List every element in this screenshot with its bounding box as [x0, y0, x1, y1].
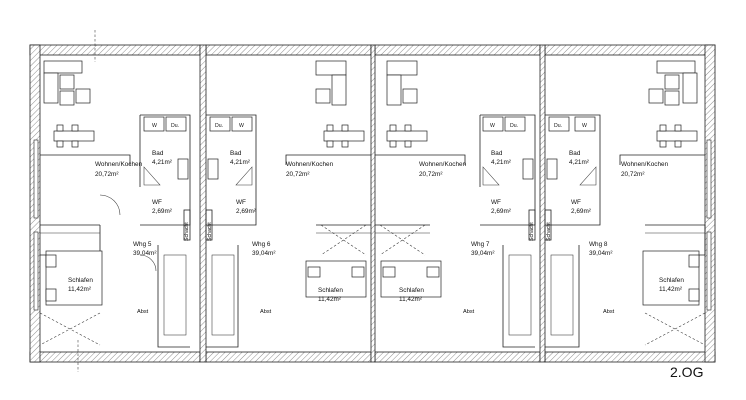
dining-table-icon	[386, 124, 428, 148]
hall-area: 2,69m²	[571, 208, 591, 215]
hall-area: 2,69m²	[491, 208, 511, 215]
living-room-label: Wohnen/Kochen	[621, 161, 669, 168]
apartment-area: 39,04m²	[252, 250, 275, 257]
apartment-unit-5: W Du. Schacht Wohnen/Kochen 20,72m² Bad …	[39, 60, 191, 348]
bath-area: 4,21m²	[491, 159, 511, 166]
sofa-icon	[43, 60, 91, 106]
dining-table-icon	[656, 124, 698, 148]
shower-label: Du.	[171, 123, 179, 129]
storage-label: Abst	[603, 309, 615, 315]
bath-label: Bad	[152, 150, 164, 157]
living-room-area: 20,72m²	[286, 171, 309, 178]
hall-label: WF	[236, 199, 246, 206]
shower-label: Du.	[554, 123, 562, 129]
shaft-label: Schacht	[207, 222, 213, 241]
bath-area: 4,21m²	[152, 159, 172, 166]
hall-label: WF	[152, 199, 162, 206]
apartment-label: Whg 8	[589, 241, 608, 248]
living-room-label: Wohnen/Kochen	[95, 161, 143, 168]
windows	[33, 139, 712, 311]
shower-label: Du.	[510, 123, 518, 129]
living-room-label: Wohnen/Kochen	[419, 161, 467, 168]
bedroom-area: 11,42m²	[68, 286, 91, 293]
bath-label: Bad	[491, 150, 503, 157]
hall-label: WF	[571, 199, 581, 206]
outer-walls	[29, 44, 716, 363]
shaft-label: Schacht	[546, 222, 552, 241]
dining-table-icon	[53, 124, 95, 148]
apartment-unit-6: Du. W Schacht Bad 4,21	[205, 60, 371, 348]
bath-label: Bad	[569, 150, 581, 157]
bed-icon	[380, 260, 442, 298]
svg-text:W: W	[152, 123, 157, 129]
apartment-area: 39,04m²	[133, 250, 156, 257]
apartment-unit-8: Du. W Schacht Bad	[544, 60, 706, 348]
washer-label: W	[152, 123, 157, 129]
bedroom-label: Schlafen	[68, 277, 93, 284]
apartment-area: 39,04m²	[589, 250, 612, 257]
storage-label: Abst	[137, 309, 149, 315]
washer-label: W	[239, 123, 244, 129]
hall-label: WF	[491, 199, 501, 206]
living-room-area: 20,72m²	[95, 171, 118, 178]
living-room-area: 20,72m²	[621, 171, 644, 178]
apartment-area: 39,04m²	[471, 250, 494, 257]
apartment-unit-7: W Du. Schacht Wohnen/Kochen 20,72m² Bad …	[375, 60, 536, 348]
bedroom-area: 11,42m²	[318, 296, 341, 303]
hall-area: 2,69m²	[236, 208, 256, 215]
section-line	[77, 30, 96, 372]
apartment-label: Whg 6	[252, 241, 271, 248]
living-room-label: Wohnen/Kochen	[286, 161, 334, 168]
bed-icon	[45, 250, 103, 306]
shower-label: Du.	[215, 123, 223, 129]
sofa-icon	[648, 60, 698, 106]
sofa-icon	[315, 60, 347, 106]
bath-label: Bad	[230, 150, 242, 157]
storage-label: Abst	[463, 309, 475, 315]
living-room-area: 20,72m²	[419, 171, 442, 178]
bedroom-label: Schlafen	[318, 287, 343, 294]
dining-table-icon	[323, 124, 365, 148]
bedroom-label: Schlafen	[399, 287, 424, 294]
bath-area: 4,21m²	[230, 159, 250, 166]
apartment-label: Whg 5	[133, 241, 152, 248]
apartment-label: Whg 7	[471, 241, 490, 248]
shaft-label: Schacht	[529, 222, 535, 241]
bedroom-area: 11,42m²	[399, 296, 422, 303]
bedroom-label: Schlafen	[659, 277, 684, 284]
bed-icon	[642, 250, 700, 306]
hall-area: 2,69m²	[152, 208, 172, 215]
washer-label: W	[490, 123, 495, 129]
bath-area: 4,21m²	[569, 159, 589, 166]
washer-label: W	[582, 123, 587, 129]
floor-title: 2.OG	[670, 364, 703, 380]
sofa-icon	[386, 60, 418, 106]
storage-label: Abst	[260, 309, 272, 315]
bedroom-area: 11,42m²	[659, 286, 682, 293]
bed-icon	[305, 260, 367, 298]
shaft-label: Schacht	[184, 222, 190, 241]
